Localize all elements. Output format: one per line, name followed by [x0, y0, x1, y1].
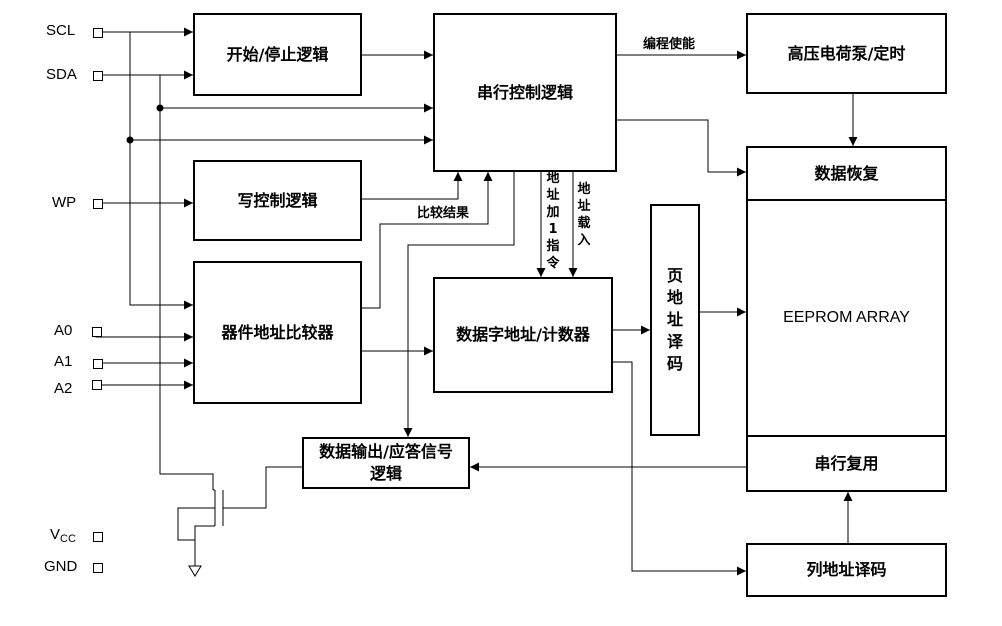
page-decoder-char: 译 — [666, 332, 683, 351]
wire-write-to-serial — [362, 172, 463, 200]
pin-scl-terminal — [93, 28, 103, 38]
addr-load-char: 载 — [577, 216, 591, 231]
transistor-body — [177, 507, 215, 541]
wire-compare-to-serial — [362, 172, 493, 309]
addr-load-char: 地 — [577, 182, 591, 197]
program-enable-label: 编程使能 — [643, 37, 696, 52]
addr-load-char: 址 — [577, 199, 591, 214]
addr-inc-char: 指 — [546, 239, 560, 254]
serial-control-logic-block: 串行控制逻辑 — [433, 13, 617, 172]
pin-scl-label: SCL — [46, 22, 76, 39]
pin-a0-label: A0 — [54, 322, 73, 339]
wire-serial-to-dout — [403, 172, 515, 437]
device-address-comparator-block: 器件地址比较器 — [193, 261, 362, 404]
compare-result-label: 比较结果 — [417, 206, 470, 221]
addr-inc-char: 地 — [546, 171, 560, 186]
page-address-decoder-block: 页 地 址 译 码 — [650, 204, 700, 436]
wire-serial-to-recovery — [617, 119, 746, 177]
page-decoder-char: 地 — [666, 288, 683, 307]
pin-wp-label: WP — [52, 194, 77, 211]
addr-inc-char: 1 — [548, 222, 558, 237]
pin-gnd-label: GND — [44, 558, 78, 575]
hv-pump-timing-block: 高压电荷泵/定时 — [746, 13, 947, 94]
start-stop-logic-block: 开始/停止逻辑 — [193, 13, 362, 96]
transistor-source — [194, 525, 215, 566]
address-increment-label: 地 址 加 1 指 令 — [546, 170, 560, 272]
page-decoder-char: 页 — [666, 266, 683, 285]
pin-a1-label: A1 — [54, 353, 73, 370]
pin-a1-terminal — [93, 359, 103, 369]
addr-load-char: 入 — [577, 233, 591, 248]
wire-a0 — [95, 332, 193, 342]
ground-symbol — [188, 565, 202, 577]
serial-mux-block: 串行复用 — [746, 435, 947, 492]
eeprom-array-block: EEPROM ARRAY — [746, 199, 947, 437]
junction-scl — [126, 136, 134, 144]
column-address-decoder-block: 列地址译码 — [746, 543, 947, 597]
data-recovery-block: 数据恢复 — [746, 146, 947, 201]
pin-vcc-main: V — [50, 526, 61, 543]
data-output-ack-line1: 数据输出/应答信号 — [319, 442, 453, 461]
data-word-address-counter-block: 数据字地址/计数器 — [433, 277, 613, 393]
pin-vcc-terminal — [93, 532, 103, 542]
write-control-logic-block: 写控制逻辑 — [193, 160, 362, 241]
pin-a2-label: A2 — [54, 380, 73, 397]
pin-gnd-terminal — [93, 563, 103, 573]
page-decoder-char: 址 — [666, 310, 683, 329]
pin-wp-terminal — [93, 199, 103, 209]
wire-sda-bus — [159, 75, 214, 490]
pin-sda-terminal — [93, 71, 103, 81]
wire-scl-bus — [129, 32, 193, 310]
wire-a2 — [95, 380, 193, 390]
pin-sda-label: SDA — [46, 66, 77, 83]
data-output-ack-logic-block: 数据输出/应答信号 逻辑 — [302, 437, 470, 489]
addr-inc-char: 加 — [546, 205, 560, 220]
data-output-ack-line2: 逻辑 — [369, 464, 402, 483]
wire-dout-to-gate — [223, 466, 302, 509]
address-load-label: 地 址 载 入 — [577, 181, 591, 249]
pin-vcc-sub: CC — [60, 533, 76, 545]
pin-vcc-label: VCC — [50, 526, 76, 545]
page-address-decoder-label: 页 地 址 译 码 — [667, 265, 683, 375]
page-decoder-char: 码 — [666, 354, 683, 373]
pin-a0-terminal — [92, 327, 102, 337]
addr-inc-char: 令 — [546, 256, 560, 271]
pin-a2-terminal — [92, 380, 102, 390]
junction-sda — [156, 104, 164, 112]
addr-inc-char: 址 — [546, 188, 560, 203]
